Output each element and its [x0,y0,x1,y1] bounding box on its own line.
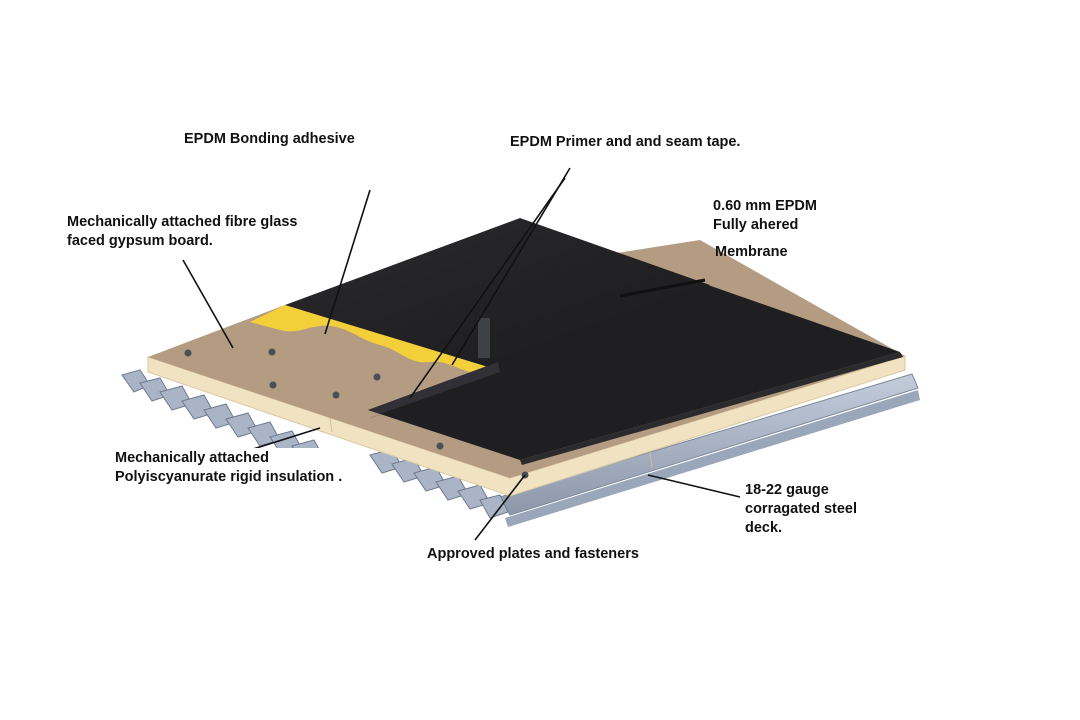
label-text: 0.60 mm EPDM [713,198,817,214]
label-text: Mechanically attached fibre glass [67,214,298,230]
epdm-membrane [285,218,903,465]
label-text: EPDM Primer and and seam tape. [510,134,741,150]
label-text: Polyiscyanurate rigid insulation . [115,469,343,485]
label-text: EPDM Bonding adhesive [184,131,355,147]
label-steel-deck: 18-22 gauge corragated steel deck. [745,481,857,538]
label-text: Approved plates and fasteners [427,546,639,562]
label-text: Fully ahered [713,217,799,233]
label-text: faced gypsum board. [67,233,213,249]
label-text: corragated steel [745,501,858,517]
bonding-adhesive [250,305,495,372]
label-primer-seam-tape: EPDM Primer and and seam tape. [510,133,740,152]
leader-lines [182,167,741,541]
label-text: Mechanically attached [115,450,269,466]
label-membrane-word: Membrane [715,243,788,262]
label-text: 18-22 gauge [745,482,829,498]
label-gypsum-board: Mechanically attached fibre glass faced … [67,213,297,251]
fasteners [184,348,529,479]
label-fasteners: Approved plates and fasteners [427,545,639,564]
steel-deck [121,369,920,527]
label-insulation: Mechanically attached Polyiscyanurate ri… [113,448,345,488]
label-epdm-membrane: 0.60 mm EPDM Fully ahered [713,197,817,235]
label-bonding-adhesive: EPDM Bonding adhesive [184,130,355,149]
label-text: deck. [745,520,783,536]
label-text: Membrane [715,244,788,260]
